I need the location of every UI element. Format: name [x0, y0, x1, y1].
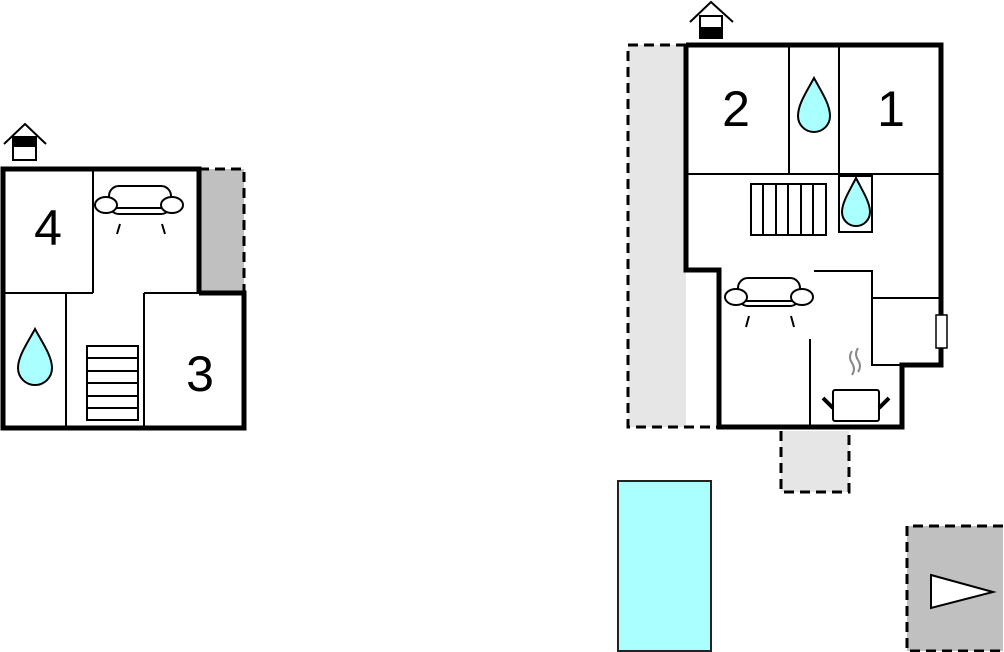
room-3-label: 3 — [186, 346, 214, 402]
stairs-icon — [750, 183, 827, 236]
bathroom-drop-icon — [16, 326, 54, 386]
sofa-icon — [94, 185, 184, 235]
ground-floor: 2 1 — [626, 0, 948, 494]
sofa-icon — [724, 277, 814, 328]
room-4-label: 4 — [34, 200, 62, 256]
room-2-label: 2 — [722, 81, 750, 137]
kitchen-pot-icon — [821, 347, 891, 422]
parking — [905, 524, 1003, 652]
stairs-icon — [86, 345, 139, 421]
fireplace-icon — [935, 314, 948, 349]
patio — [781, 431, 849, 492]
bathroom-drop-icon — [840, 175, 872, 227]
parking-arrow-icon — [930, 573, 997, 610]
entrance-icon — [3, 122, 47, 161]
upper-floor: 4 3 — [0, 122, 247, 431]
balcony — [199, 169, 244, 293]
ground-outer-wall — [683, 42, 944, 430]
bathroom-drop-icon — [796, 75, 832, 133]
entrance-icon — [689, 0, 734, 39]
terrace — [628, 45, 686, 427]
room-1-label: 1 — [877, 81, 905, 137]
pool — [617, 480, 712, 652]
upper-outer-wall — [0, 166, 247, 431]
